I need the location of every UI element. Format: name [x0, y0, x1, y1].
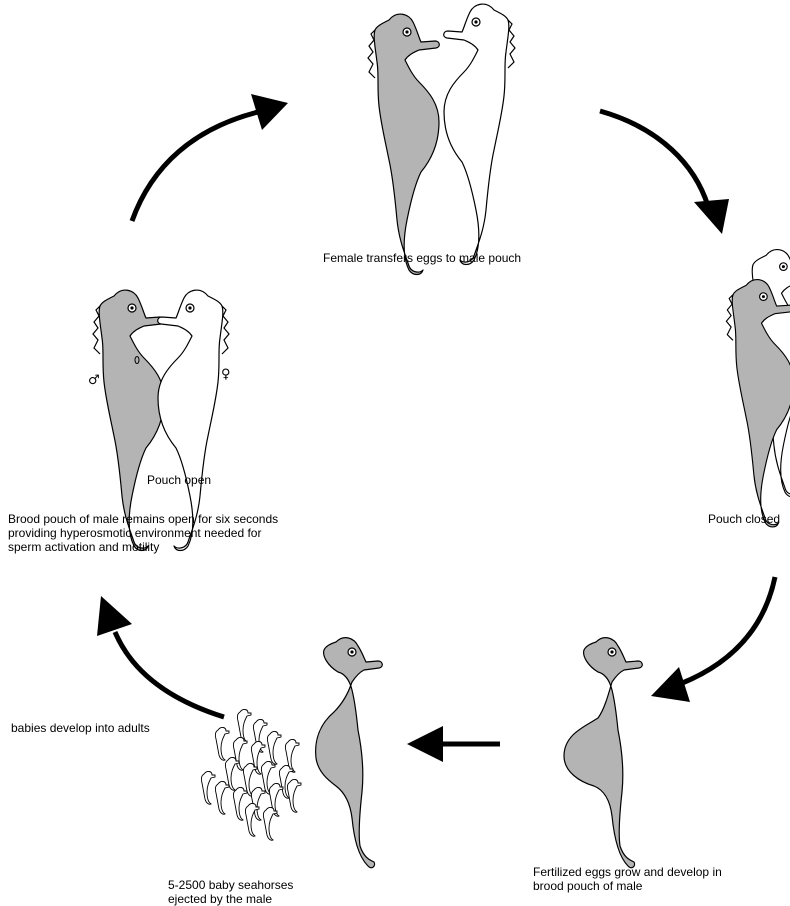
label-pouch-open-desc-2: providing hyperosmotic environment neede… — [8, 526, 261, 540]
label-pouch-closed: Pouch closed — [708, 512, 780, 526]
baby-seahorse-icon — [201, 771, 215, 804]
arrow-to-adults — [115, 632, 224, 717]
baby-seahorse-icon — [245, 803, 259, 836]
arrow-to-ejected-head — [407, 726, 443, 762]
female-seahorse — [444, 4, 515, 264]
arrow-to-pouch-closed — [600, 111, 708, 206]
male-seahorse-after — [316, 638, 383, 868]
male-symbol: ♂ — [88, 373, 100, 388]
label-babies-develop: babies develop into adults — [11, 721, 150, 735]
label-fertilized-2: brood pouch of male — [533, 879, 643, 893]
arrow-to-pouch-closed-head — [694, 199, 729, 234]
label-pouch-open-desc-3: sperm activation and motility — [8, 540, 159, 554]
label-pouch-open-desc-1: Brood pouch of male remains open for six… — [8, 512, 278, 526]
label-transfer: Female transfers eggs to male pouch — [323, 251, 521, 265]
label-fertilized-1: Fertilized eggs grow and develop in — [533, 865, 722, 879]
male-seahorse — [368, 14, 439, 274]
baby-seahorses — [201, 709, 301, 840]
arrow-to-fertilized — [680, 577, 775, 684]
baby-seahorse-icon — [215, 727, 229, 760]
baby-seahorse-icon — [233, 737, 247, 770]
baby-seahorse-icon — [263, 807, 277, 840]
stage-ejected: 5-2500 baby seahorses ejected by the mal… — [168, 638, 382, 906]
stage-pouch-open: ♂ ♀ Pouch open Brood pouch of male remai… — [8, 290, 278, 554]
arrow-to-adults-head — [97, 596, 132, 636]
arrow-to-transfer — [132, 112, 258, 221]
baby-seahorse-icon — [267, 731, 281, 764]
baby-seahorse-icon — [215, 781, 229, 814]
pregnant-male-seahorse — [564, 638, 642, 868]
label-ejected-1: 5-2500 baby seahorses — [168, 878, 293, 892]
stage-pouch-closed: Pouch closed — [708, 250, 790, 527]
arrow-to-fertilized-head — [651, 667, 690, 702]
female-symbol: ♀ — [221, 367, 231, 382]
baby-seahorse-icon — [233, 787, 247, 820]
label-ejected-2: ejected by the male — [168, 892, 272, 906]
stage-egg-transfer: Female transfers eggs to male pouch — [323, 4, 521, 274]
label-pouch-open: Pouch open — [147, 473, 211, 487]
arrow-to-transfer-head — [251, 94, 288, 130]
baby-seahorse-icon — [287, 779, 301, 812]
